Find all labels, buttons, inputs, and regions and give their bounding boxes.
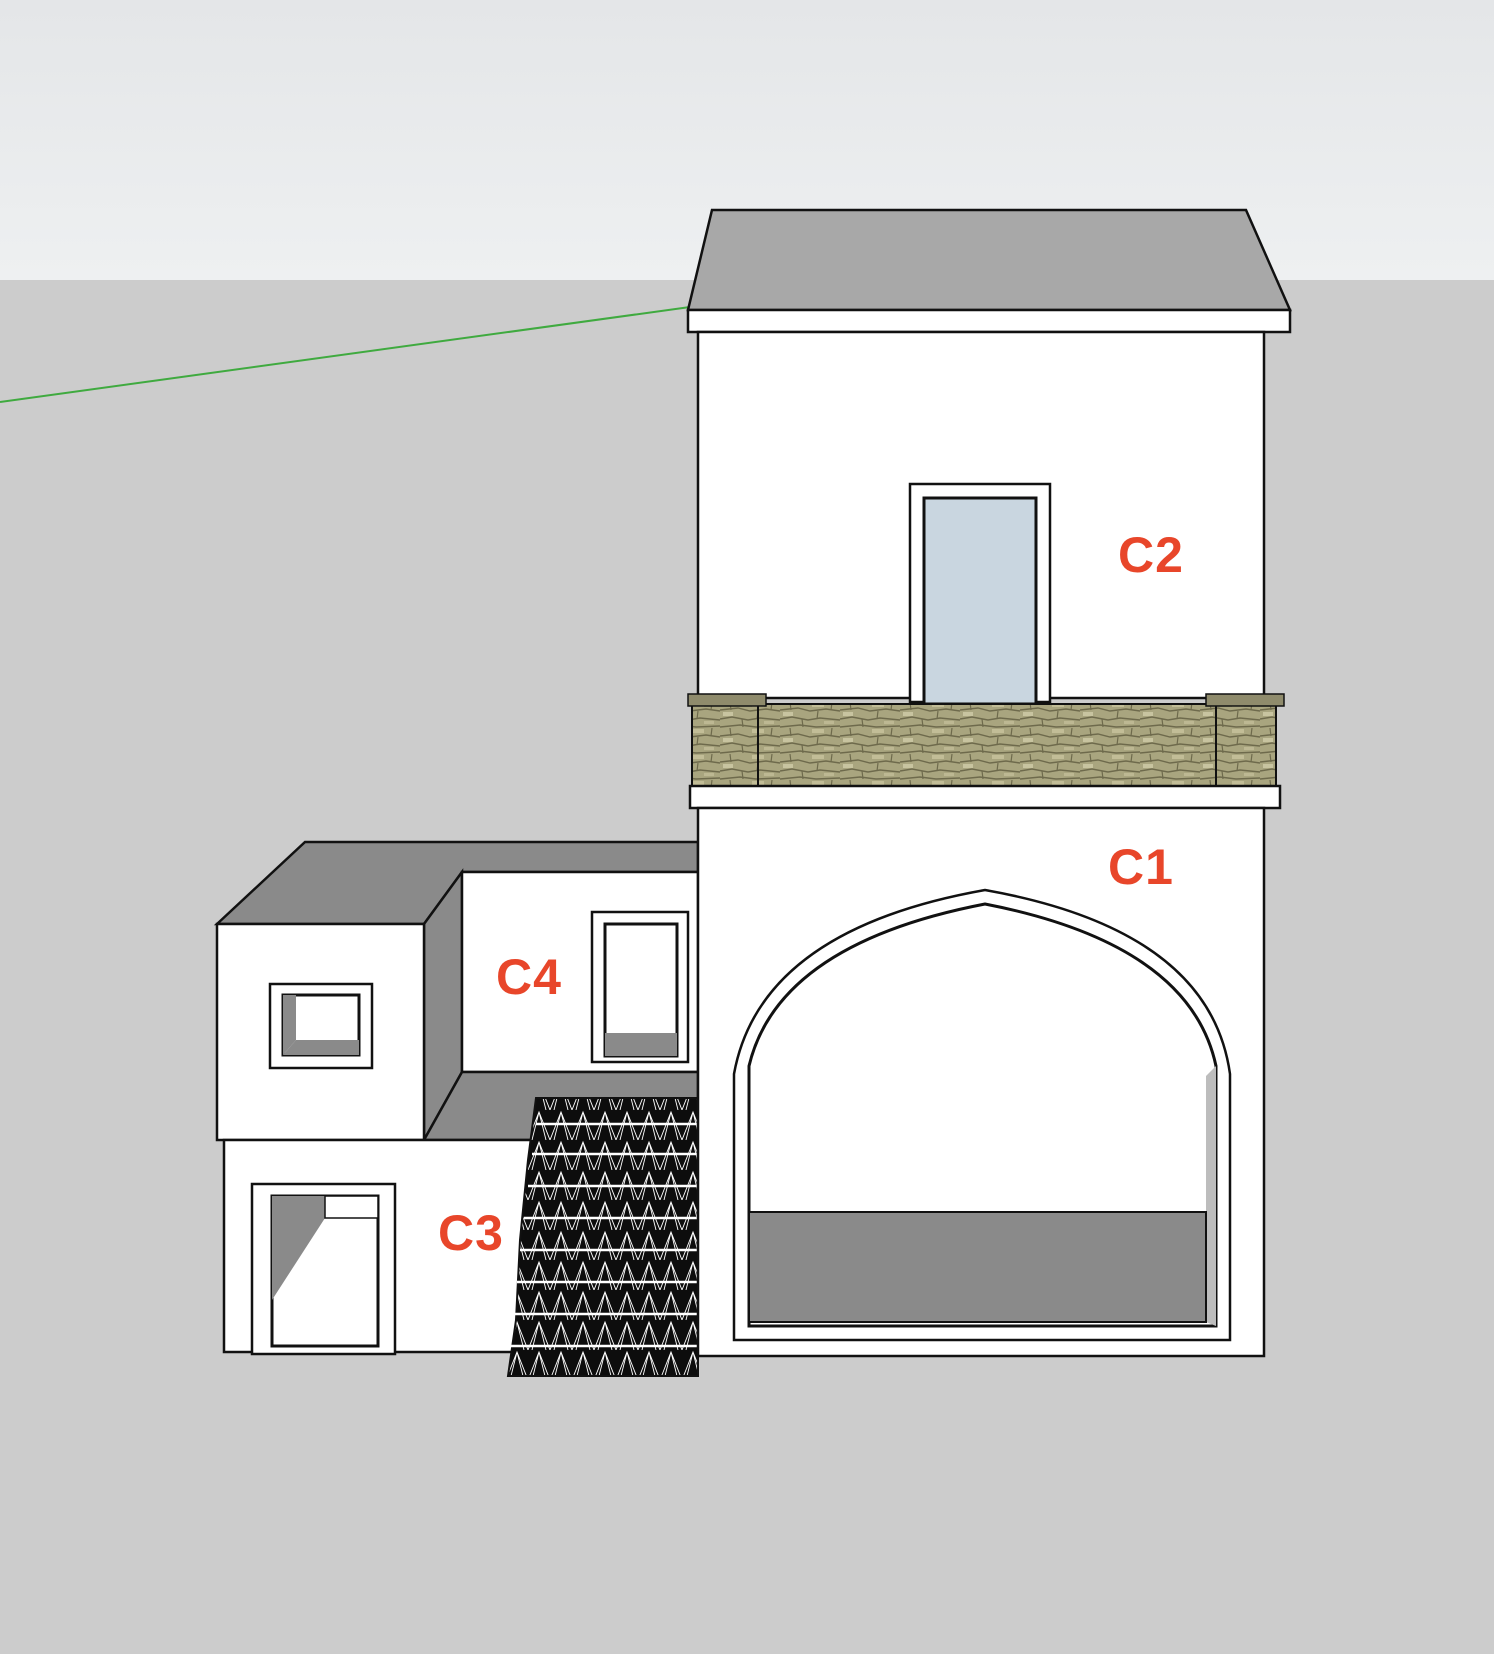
label-c4: C4 xyxy=(496,949,562,1005)
c1-arch-floor xyxy=(748,1211,1207,1323)
label-c3: C3 xyxy=(438,1205,504,1261)
small-window-shadow xyxy=(283,995,296,1055)
c1-arch-reveal xyxy=(1206,1066,1216,1326)
small-window-sill-shadow xyxy=(283,1040,359,1055)
balcony-slab xyxy=(688,784,1282,810)
stone-parapet-icon xyxy=(687,693,1285,787)
c3-doorway-shadow xyxy=(272,1196,325,1300)
tower-roof-fascia xyxy=(686,308,1292,334)
c4-door-floor-shadow xyxy=(605,1033,677,1056)
tower-roof xyxy=(686,208,1292,312)
label-c2: C2 xyxy=(1118,527,1184,583)
c3-doorway-lintel xyxy=(324,1195,379,1219)
label-c1: C1 xyxy=(1108,839,1174,895)
stairs-icon xyxy=(506,1097,699,1377)
green-axis-line xyxy=(0,306,691,403)
c2-door-glass xyxy=(922,496,1038,706)
